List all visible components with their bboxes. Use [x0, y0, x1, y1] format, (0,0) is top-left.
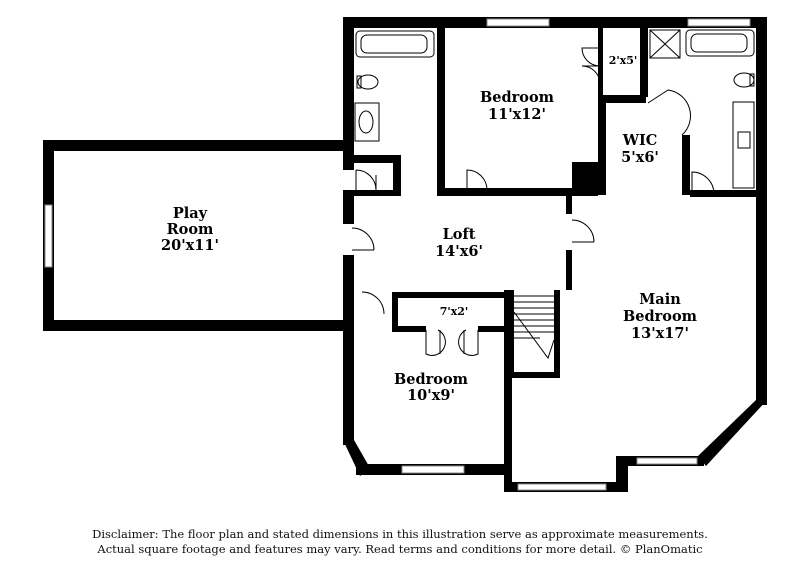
main-bath-window: [687, 18, 751, 27]
main-bedroom-window-right: [636, 457, 698, 465]
bedroom-bottom-window: [401, 465, 465, 474]
main-bath-walls: [640, 17, 767, 197]
bedroom-top-window: [486, 18, 550, 27]
toilet-icon: [357, 74, 379, 90]
bedroom-bottom-name: Bedroom: [394, 371, 469, 388]
bedroom-top-size: 11'x12': [488, 106, 546, 123]
stairs: [508, 290, 560, 378]
main-toilet-icon: [733, 72, 755, 88]
disclaimer-line-1: Disclaimer: The floor plan and stated di…: [92, 527, 708, 541]
main-bedroom-name-2: Bedroom: [623, 308, 698, 325]
play-room-window: [44, 204, 53, 268]
bedroom-bottom-walls: [343, 290, 512, 490]
loft-name: Loft: [443, 226, 476, 243]
bedroom-bottom-size: 10'x9': [407, 387, 455, 404]
bedroom-top-walls: [437, 17, 648, 196]
disclaimer-line-2: Actual square footage and features may v…: [97, 542, 703, 556]
play-room-walls: [43, 140, 352, 331]
loft-size: 14'x6': [435, 243, 483, 260]
main-bathtub-icon: [685, 29, 755, 57]
play-room-name: Play: [173, 205, 208, 222]
main-bedroom-door-icon: [571, 219, 595, 243]
sink-icon: [354, 102, 380, 142]
bottom-closet-size: 7'x2': [440, 305, 469, 318]
main-sink-icon: [732, 101, 755, 189]
closet-door-icon: [581, 47, 601, 85]
main-bedroom-size: 13'x17': [631, 325, 689, 342]
wic-door-icon: [647, 89, 691, 136]
play-room-name-2: Room: [167, 221, 214, 238]
bedroom-top-name: Bedroom: [480, 89, 555, 106]
wic-name: WIC: [622, 132, 658, 149]
loft-bedroom-door-icon: [361, 291, 385, 315]
bottom-closet-door-icon: [425, 329, 479, 356]
loft-walls: [343, 150, 595, 315]
shower-icon: [649, 29, 681, 59]
play-room-door-icon: [351, 227, 375, 251]
top-closet-size: 2'x5': [609, 54, 638, 67]
main-bedroom-window-bottom: [517, 483, 607, 491]
main-bedroom-name: Main: [639, 291, 681, 308]
bathtub-icon: [355, 30, 435, 58]
bath-door-icon: [355, 169, 377, 192]
bedroom-top-door-icon: [466, 169, 488, 191]
wic-size: 5'x6': [621, 149, 659, 166]
main-bedroom-walls: [504, 190, 767, 492]
wic-walls: [598, 89, 691, 195]
play-room-size: 20'x11': [161, 237, 219, 254]
